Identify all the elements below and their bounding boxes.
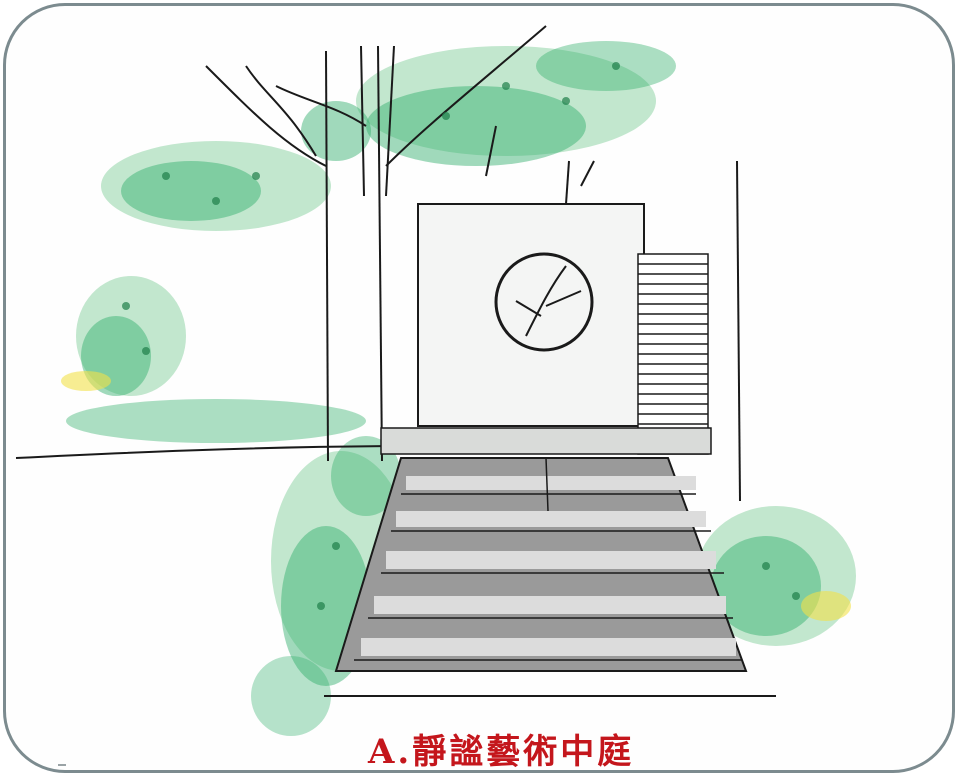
stair-right-planting xyxy=(696,506,856,646)
pebble-band xyxy=(380,427,712,455)
corner-mark xyxy=(58,764,66,766)
upper-tree-foliage xyxy=(101,41,676,231)
caption-title: A.靜謐藝術中庭 xyxy=(368,732,635,772)
sketch-frame: A.靜謐藝術中庭 xyxy=(3,3,955,773)
art-wall xyxy=(417,160,645,427)
courtyard-sketch xyxy=(15,25,856,736)
tree-trunks xyxy=(205,25,547,462)
left-shrub-foliage xyxy=(61,276,366,443)
ground-line xyxy=(15,445,427,459)
stairs xyxy=(324,457,776,697)
louver-screen xyxy=(637,253,709,455)
leaf-marks xyxy=(122,62,800,610)
building-edge xyxy=(736,160,741,502)
